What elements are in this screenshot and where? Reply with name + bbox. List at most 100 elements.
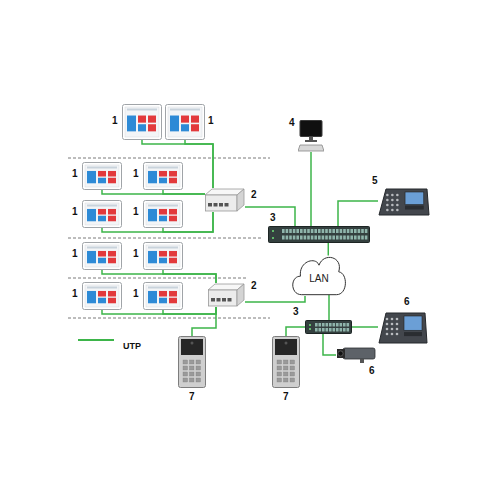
camera-mount <box>360 359 364 363</box>
indoor-monitor-picture <box>82 282 122 310</box>
switch-front <box>209 290 238 306</box>
indoor-monitor-picture <box>82 162 122 190</box>
keypad-key <box>391 323 394 326</box>
callout-number: 1 <box>133 207 139 217</box>
indoor-monitor-picture <box>143 200 183 228</box>
door-station-picture <box>178 336 206 388</box>
indoor-monitor: 1 <box>122 104 162 140</box>
callout-number: 2 <box>251 281 257 291</box>
master-station-picture <box>378 310 428 344</box>
indoor-monitor: 1 <box>82 162 122 190</box>
switch-port <box>340 229 343 233</box>
monitor-screen <box>125 107 159 137</box>
keypad-key <box>284 366 289 370</box>
switch-port <box>329 229 332 233</box>
app-tile <box>148 251 157 263</box>
app-tile <box>169 291 177 297</box>
network-switch-picture <box>305 320 352 334</box>
switch-port <box>343 328 346 332</box>
app-tile <box>87 209 96 221</box>
switch-port <box>347 328 350 332</box>
indoor-monitor-picture <box>143 282 183 310</box>
switch-port <box>340 328 343 332</box>
app-tile <box>159 258 167 264</box>
app-tile <box>98 216 106 222</box>
app-tile <box>87 291 96 303</box>
app-tile <box>87 171 96 183</box>
floor-separator <box>68 318 270 319</box>
indoor-monitor-picture <box>82 242 122 270</box>
switch-port <box>307 236 310 240</box>
switch-port <box>307 229 310 233</box>
station-screen <box>404 316 422 330</box>
switch-port <box>347 229 350 233</box>
app-tile <box>169 258 177 264</box>
door-camera <box>191 342 194 345</box>
door-display <box>181 339 203 355</box>
app-tile <box>98 178 106 184</box>
indoor-monitor-picture <box>143 242 183 270</box>
switch-port <box>343 323 346 327</box>
status-led <box>272 237 274 239</box>
monitor-frame <box>83 163 122 190</box>
switch-port <box>358 229 361 233</box>
switch-port <box>333 328 336 332</box>
switch-port <box>304 236 307 240</box>
monitor-frame <box>144 283 183 310</box>
switch-port <box>329 323 332 327</box>
keypad-key <box>396 209 399 212</box>
switch-port <box>340 323 343 327</box>
switch-port <box>325 236 328 240</box>
switch-port <box>350 236 353 240</box>
switch-port <box>326 323 329 327</box>
status-led <box>272 230 274 232</box>
switch-port <box>282 229 285 233</box>
app-tile <box>191 124 199 131</box>
monitor-frame <box>144 243 183 270</box>
indoor-monitor-picture <box>165 104 205 140</box>
keypad-key <box>386 194 389 197</box>
network-switch: 3 <box>305 320 352 334</box>
keypad-key <box>196 366 201 370</box>
switch-port <box>322 236 325 240</box>
station-body <box>379 313 427 343</box>
indoor-monitor: 1 <box>143 200 183 228</box>
monitor-status-bar <box>127 109 157 111</box>
switch-port <box>319 323 322 327</box>
door-station: 7 <box>178 336 206 388</box>
pc-keyboard <box>298 145 324 151</box>
legend-label: UTP <box>123 341 141 351</box>
switch-port <box>228 298 232 302</box>
switch-port <box>322 229 325 233</box>
switch-port <box>314 229 317 233</box>
switch-port <box>336 229 339 233</box>
floor-separator <box>68 158 270 159</box>
callout-number: 7 <box>283 392 289 402</box>
switch-port <box>296 229 299 233</box>
keypad-key <box>391 333 394 336</box>
keypad-key <box>391 194 394 197</box>
keypad-key <box>396 323 399 326</box>
door-panel <box>273 337 300 388</box>
camera-body <box>343 348 375 359</box>
utp-cable <box>102 270 216 283</box>
callout-number: 1 <box>72 207 78 217</box>
pc-workstation: 4 <box>298 120 324 152</box>
keypad-key <box>190 378 195 382</box>
keypad-key <box>277 378 282 382</box>
keypad-key <box>284 378 289 382</box>
callout-number: 1 <box>133 169 139 179</box>
keypad-key <box>386 323 389 326</box>
app-tile <box>98 291 106 297</box>
floor-separator <box>68 278 248 279</box>
keypad-key <box>183 378 188 382</box>
app-tile <box>98 209 106 215</box>
monitor-screen <box>85 165 119 187</box>
keypad-key <box>391 199 394 202</box>
monitor-frame <box>83 283 122 310</box>
monitor-screen <box>85 245 119 267</box>
monitor-status-bar <box>87 287 117 289</box>
app-tile <box>87 251 96 263</box>
keypad-key <box>386 318 389 321</box>
app-tile <box>108 291 116 297</box>
